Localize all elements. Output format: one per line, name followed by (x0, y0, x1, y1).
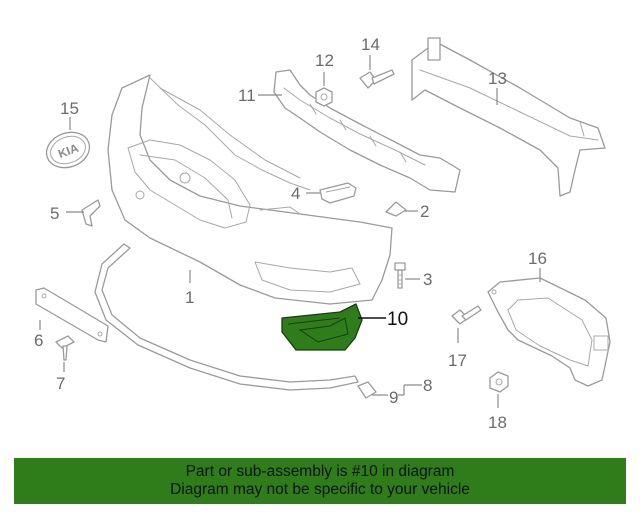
emblem-logo: KIA (56, 141, 81, 161)
callout-5: 5 (50, 204, 59, 223)
part-13-reinforcement-beam[interactable] (411, 37, 606, 197)
part-4-clip[interactable] (319, 182, 357, 204)
callout-13: 13 (488, 69, 507, 88)
part-3-bolt[interactable] (394, 262, 406, 289)
callout-8: 8 (423, 376, 432, 395)
banner-line-1: Part or sub-assembly is #10 in diagram (185, 463, 455, 480)
part-7-screw[interactable] (55, 335, 75, 361)
part-15-emblem[interactable]: KIA (42, 127, 95, 174)
callout-14: 14 (361, 35, 380, 54)
part-10-highlighted[interactable] (281, 303, 363, 351)
part-info-banner: Part or sub-assembly is #10 in diagram D… (14, 458, 626, 504)
callout-3: 3 (423, 270, 432, 289)
callout-18: 18 (488, 413, 507, 432)
callout-7: 7 (56, 374, 65, 393)
part-12-nut[interactable] (315, 87, 333, 107)
part-18-nut[interactable] (489, 371, 509, 393)
exploded-parts-diagram: KIA 15 5 1 4 2 3 (34, 35, 611, 432)
part-16-sensor-module[interactable] (487, 277, 611, 387)
callout-10: 10 (387, 309, 408, 330)
callout-9: 9 (389, 388, 398, 407)
callout-6: 6 (34, 331, 43, 350)
callout-4: 4 (291, 184, 300, 203)
callout-1: 1 (185, 288, 194, 307)
part-17-bolt[interactable] (451, 305, 482, 325)
callout-12: 12 (315, 51, 334, 70)
banner-line-2: Diagram may not be specific to your vehi… (170, 481, 470, 498)
callout-11: 11 (238, 86, 256, 105)
part-2-retainer[interactable] (385, 201, 407, 217)
callout-16: 16 (528, 249, 547, 268)
part-1-bumper-cover[interactable] (107, 74, 393, 305)
callout-2: 2 (420, 202, 429, 221)
part-5-bracket[interactable] (81, 199, 101, 227)
callout-17: 17 (448, 351, 467, 370)
part-6-bracket-plate[interactable] (35, 287, 109, 343)
part-14-bolt[interactable] (359, 69, 395, 89)
callout-15: 15 (60, 99, 79, 118)
part-11-energy-absorber[interactable] (273, 69, 461, 193)
part-9-clip[interactable] (357, 381, 377, 399)
part-8-lower-molding[interactable] (94, 243, 359, 391)
